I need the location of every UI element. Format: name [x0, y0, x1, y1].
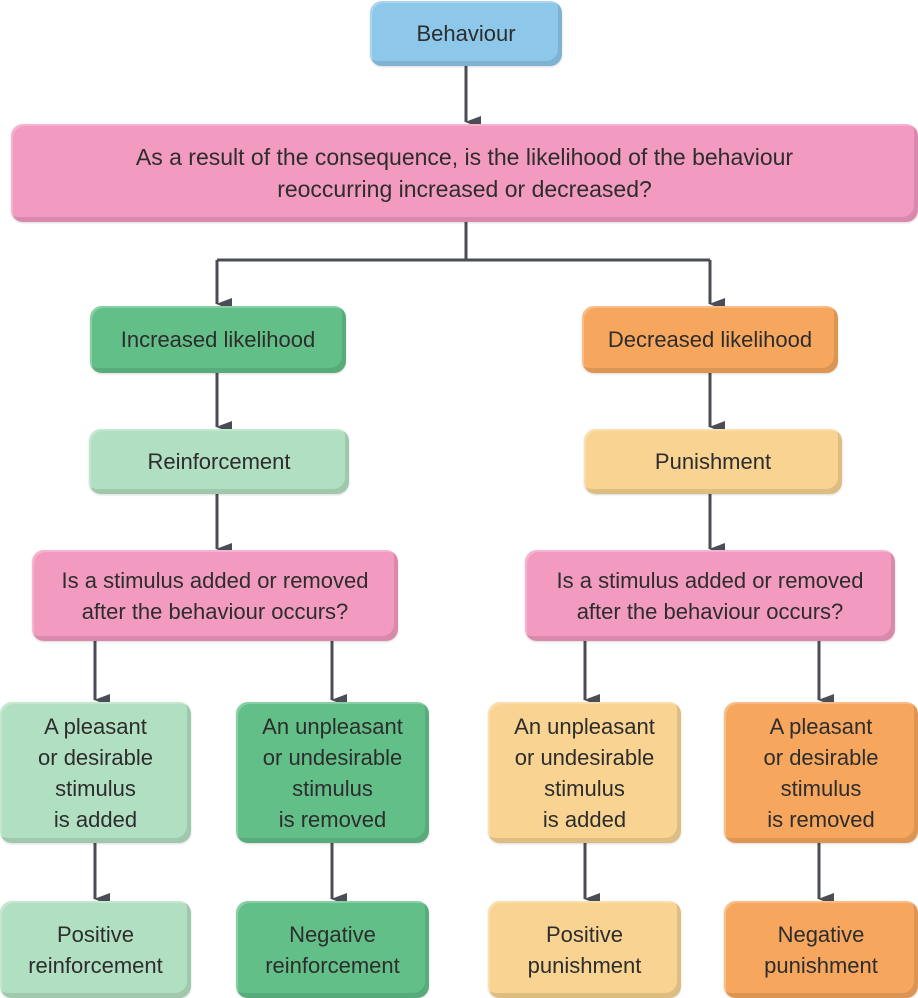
decreased-likelihood-node: Decreased likelihood: [582, 306, 838, 373]
behaviour-node: Behaviour: [370, 1, 562, 66]
negative-reinforcement-node: Negative reinforcement: [236, 901, 429, 998]
punishment-node: Punishment: [584, 429, 842, 494]
positive-reinforcement-node: Positive reinforcement: [0, 901, 191, 998]
positive-punishment-node: Positive punishment: [488, 901, 681, 998]
left-stimulus-question-node: Is a stimulus added or removed after the…: [32, 550, 398, 641]
unpleasant-added-node: An unpleasant or undesirable stimulus is…: [488, 702, 681, 843]
increased-likelihood-node: Increased likelihood: [90, 306, 346, 373]
right-stimulus-question-node: Is a stimulus added or removed after the…: [525, 550, 895, 641]
main-question-node: As a result of the consequence, is the l…: [11, 124, 918, 222]
negative-punishment-node: Negative punishment: [724, 901, 918, 998]
connector-question-split: [217, 222, 468, 262]
reinforcement-node: Reinforcement: [89, 429, 349, 494]
pleasant-removed-node: A pleasant or desirable stimulus is remo…: [724, 702, 918, 843]
unpleasant-removed-node: An unpleasant or undesirable stimulus is…: [236, 702, 429, 843]
pleasant-added-node: A pleasant or desirable stimulus is adde…: [0, 702, 191, 843]
